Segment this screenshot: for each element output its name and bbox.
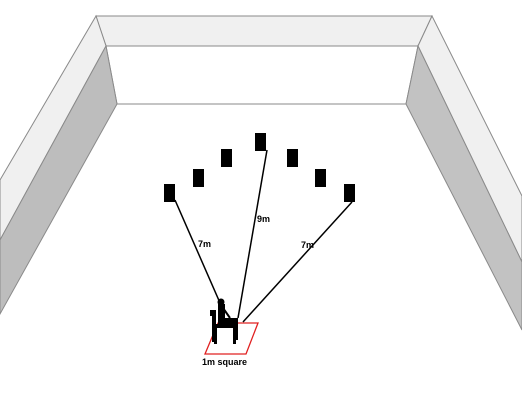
right-distance-label: 7m	[301, 240, 314, 250]
speaker	[344, 184, 355, 202]
left-distance-label: 7m	[198, 239, 211, 249]
left-wall-inner	[0, 44, 118, 316]
left-distance-line	[174, 199, 225, 313]
speaker	[193, 169, 204, 187]
back-wall-top	[95, 15, 433, 47]
speaker	[315, 169, 326, 187]
right-distance-line	[242, 201, 353, 323]
back-wall-inner	[105, 45, 419, 105]
listener-chair-icon	[210, 298, 238, 344]
speaker	[255, 133, 266, 151]
speaker-arc	[164, 133, 355, 202]
left-wall-top	[0, 14, 107, 241]
speaker	[164, 184, 175, 202]
right-wall-top	[417, 14, 522, 263]
room-walls	[0, 14, 522, 331]
area-label: 1m square	[202, 357, 247, 367]
center-distance-line	[237, 149, 268, 319]
right-wall-inner	[405, 44, 522, 331]
one-meter-square	[204, 322, 259, 355]
speaker	[221, 149, 232, 167]
center-distance-label: 9m	[257, 214, 270, 224]
speaker	[287, 149, 298, 167]
distance-lines	[174, 149, 353, 323]
